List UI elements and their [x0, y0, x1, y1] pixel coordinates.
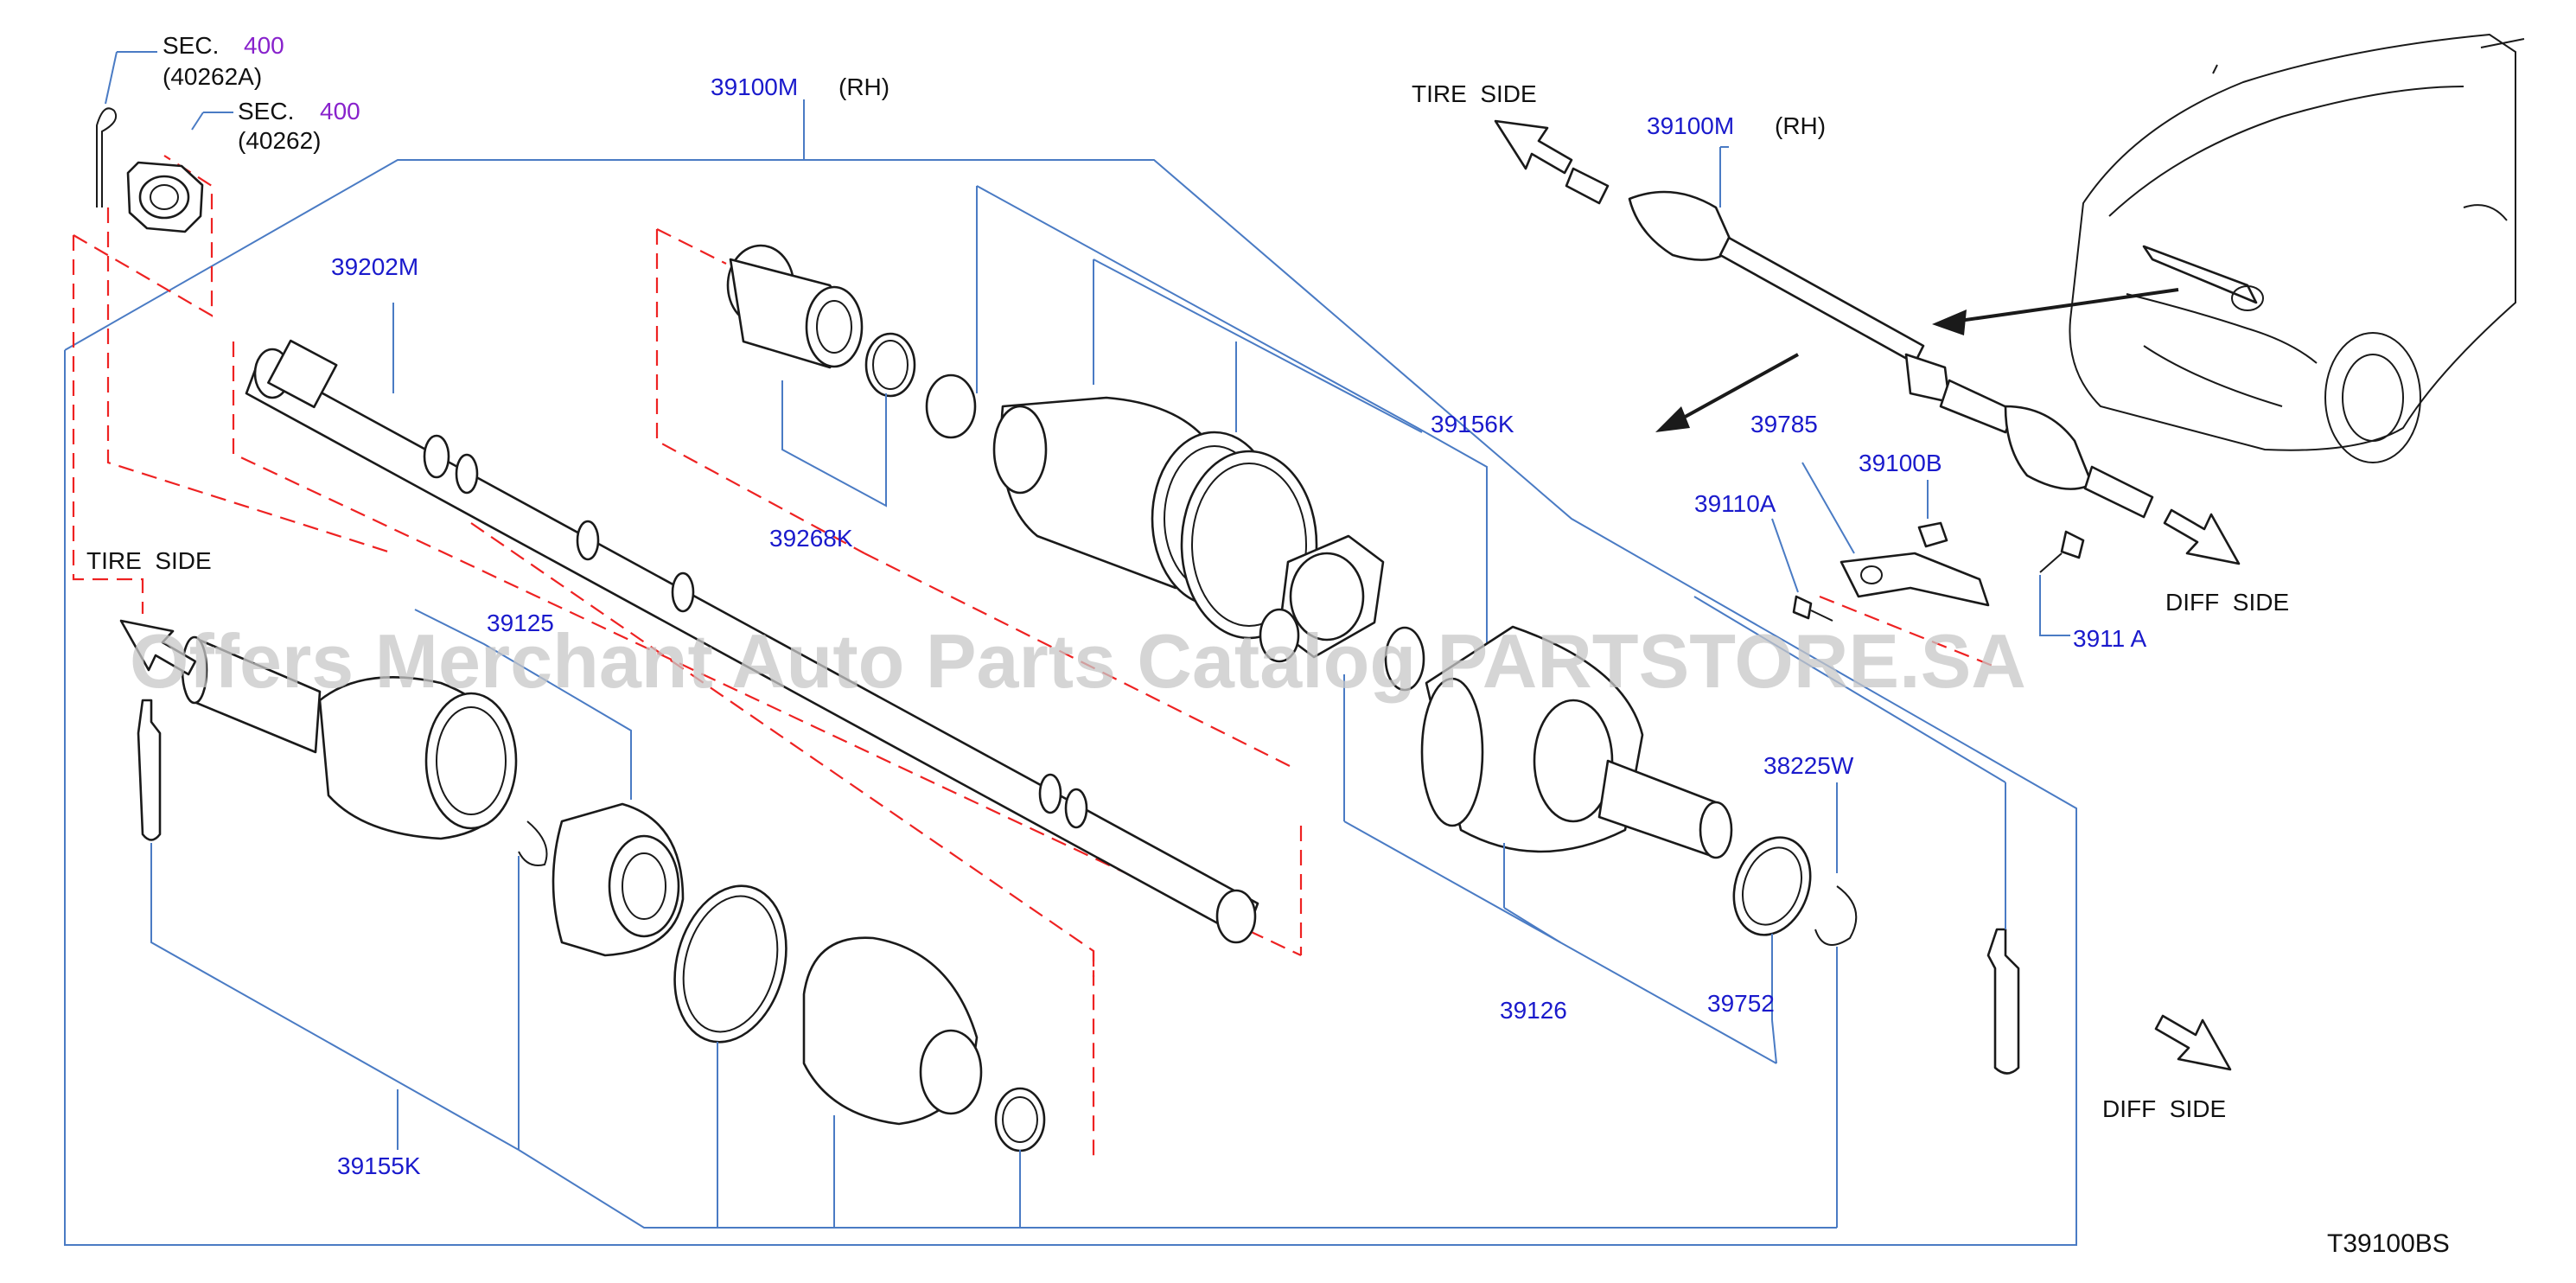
alignment-dashed-lines — [72, 155, 1303, 1159]
wheel-nut — [126, 112, 233, 233]
sec-b-number[interactable]: 400 — [320, 98, 360, 124]
tire-side-label-top: TIRE SIDE — [1412, 80, 1537, 107]
part-39110A[interactable]: 39110A — [1694, 490, 1776, 517]
part-39155K[interactable]: 39155K — [337, 1152, 421, 1179]
rh-inset: (RH) — [1775, 112, 1826, 139]
inset-bracket-parts — [1771, 462, 2085, 667]
diff-side-label-inset: DIFF SIDE — [2165, 589, 2289, 616]
seal-ring-39752 — [1732, 836, 1812, 1064]
inset-drive-shaft — [1565, 146, 2154, 519]
diff-side-label-main: DIFF SIDE — [2102, 1095, 2226, 1122]
sec-a-number[interactable]: 400 — [244, 32, 284, 59]
part-39156K[interactable]: 39156K — [1431, 411, 1514, 437]
tire-side-label-left: TIRE SIDE — [86, 547, 212, 574]
diff-side-arrow-inset — [2163, 508, 2241, 565]
inner-boot-kit — [726, 244, 916, 507]
assembly-leader-frame — [64, 99, 2077, 1246]
sec-b-label: SEC. — [238, 98, 294, 124]
part-39125[interactable]: 39125 — [487, 610, 554, 636]
part-3911A[interactable]: 3911 A — [2073, 625, 2146, 652]
labels: SEC. 400 (40262A) SEC. 400 (40262) 39100… — [86, 32, 2450, 1258]
part-39268K[interactable]: 39268K — [769, 525, 853, 552]
outer-boot — [802, 936, 983, 1228]
cotter-pin — [96, 51, 157, 207]
rh-main: (RH) — [838, 73, 889, 100]
part-39100B[interactable]: 39100B — [1859, 450, 1942, 476]
sec-b-ref: (40262) — [238, 127, 322, 154]
tire-side-arrow-top — [1494, 119, 1573, 175]
part-39785[interactable]: 39785 — [1750, 411, 1818, 437]
part-39100M-inset[interactable]: 39100M — [1647, 112, 1734, 139]
lower-bracket — [518, 1149, 717, 1229]
boot-band-small — [994, 1087, 1046, 1228]
grease-tube-left — [137, 699, 520, 1151]
watermark: Offers Merchant Auto Parts Catalog PARTS… — [130, 618, 2026, 704]
inner-race-39125 — [414, 609, 685, 957]
boot-band-large — [673, 884, 787, 1228]
center-shaft — [245, 303, 1259, 944]
figure-code: T39100BS — [2327, 1229, 2450, 1258]
joint-housing — [1420, 625, 1733, 943]
grease-tube-right — [1693, 596, 2020, 1075]
part-39100M-main[interactable]: 39100M — [711, 73, 798, 100]
inset-arrows — [1655, 288, 2179, 432]
circlip-38225W — [644, 782, 1858, 1229]
diff-side-arrow-main — [2154, 1014, 2232, 1071]
tire-side-arrow-left — [119, 619, 197, 676]
sec-a-ref: (40262A) — [163, 63, 262, 90]
part-38225W[interactable]: 38225W — [1763, 752, 1854, 779]
sec-a-label: SEC. — [163, 32, 219, 59]
large-boot — [925, 185, 1488, 692]
part-39752[interactable]: 39752 — [1707, 990, 1775, 1017]
part-39202M[interactable]: 39202M — [331, 253, 418, 280]
outer-joint — [181, 635, 548, 1150]
inset-car-outline — [2069, 33, 2525, 463]
part-39126[interactable]: 39126 — [1500, 997, 1567, 1024]
